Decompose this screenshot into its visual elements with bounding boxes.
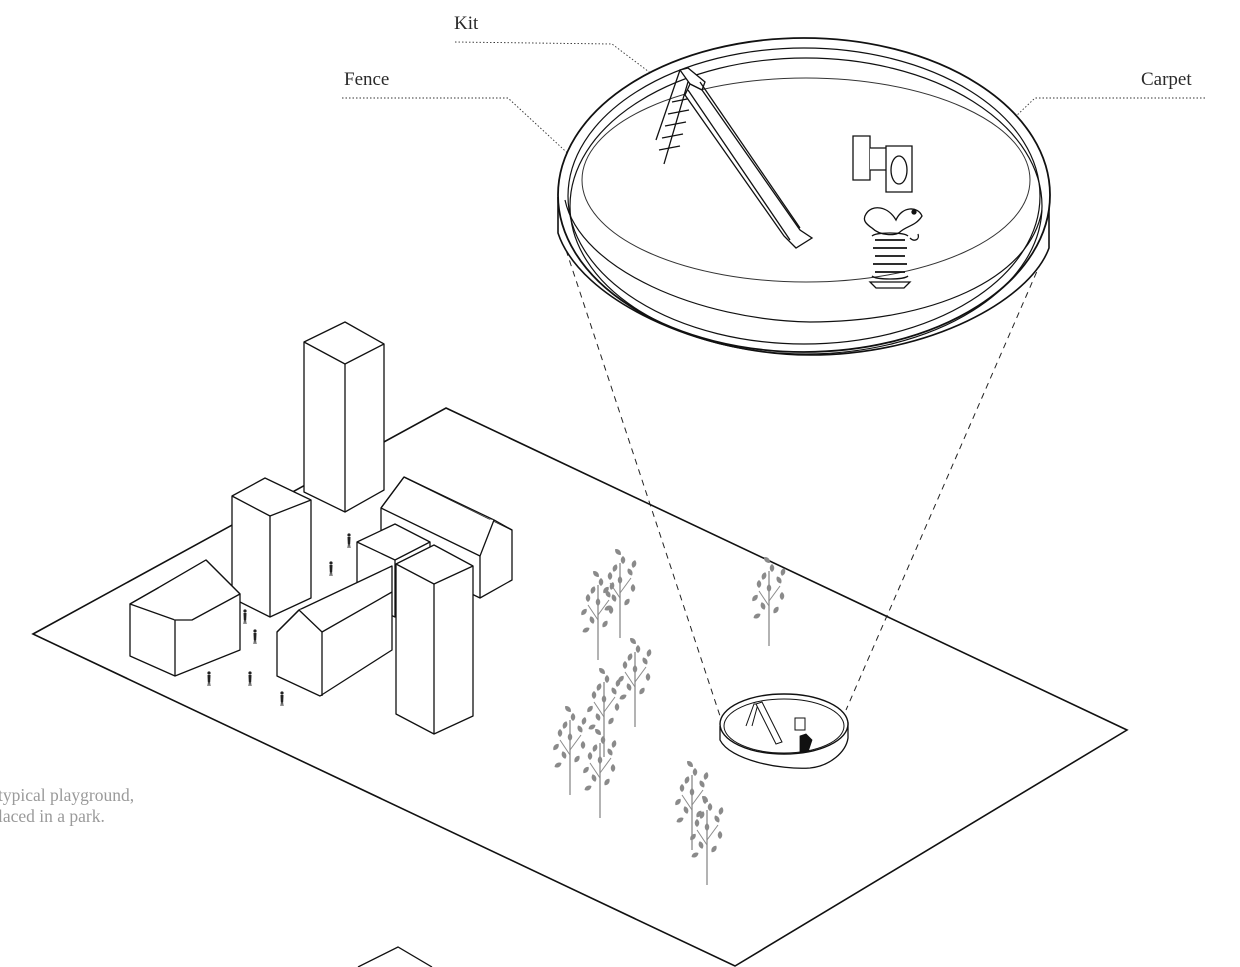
caption-line-1: typical playground, <box>0 785 135 805</box>
label-fence: Fence <box>344 69 390 90</box>
buildings <box>129 321 513 735</box>
caption-line-2: laced in a park. <box>0 806 105 826</box>
label-kit: Kit <box>454 13 479 34</box>
park-ground-plane <box>31 407 1129 967</box>
slide <box>655 67 814 249</box>
label-carpet: Carpet <box>1141 69 1192 90</box>
spring-rider <box>863 207 923 289</box>
projection-lines <box>565 249 1042 717</box>
lower-plane-fragment <box>357 946 433 967</box>
small-playground <box>719 693 849 769</box>
magnified-playground <box>557 37 1051 356</box>
caption: typical playground, laced in a park. <box>0 785 134 827</box>
tunnel <box>852 135 913 193</box>
